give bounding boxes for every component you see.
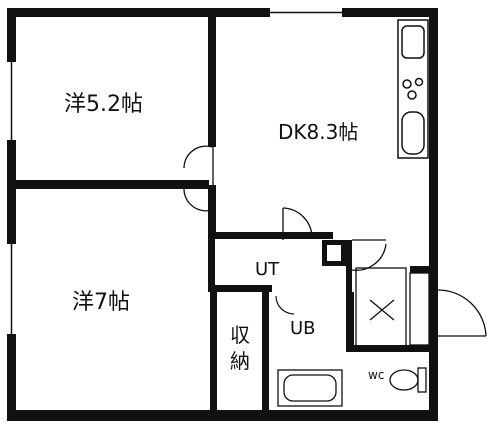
room-label-western-7: 洋7帖	[72, 290, 130, 315]
room-label-western-5-2: 洋5.2帖	[64, 92, 143, 117]
outer-walls	[7, 8, 438, 421]
room-label-unit-bath: UB	[290, 318, 316, 339]
bathtub	[277, 369, 343, 407]
toilet-fixture	[389, 367, 427, 393]
windows	[7, 8, 342, 334]
room-label-storage: 収納	[230, 323, 250, 373]
room-label-dining-kitchen: DK8.3帖	[278, 120, 359, 144]
room-label-toilet: wc	[368, 368, 385, 382]
ub-door-arc	[275, 295, 295, 315]
entrance-area	[355, 267, 430, 347]
kitchen-counter	[397, 19, 429, 159]
door-swings	[183, 145, 487, 337]
interior-walls	[16, 17, 430, 410]
room-label-utility: UT	[255, 259, 280, 280]
